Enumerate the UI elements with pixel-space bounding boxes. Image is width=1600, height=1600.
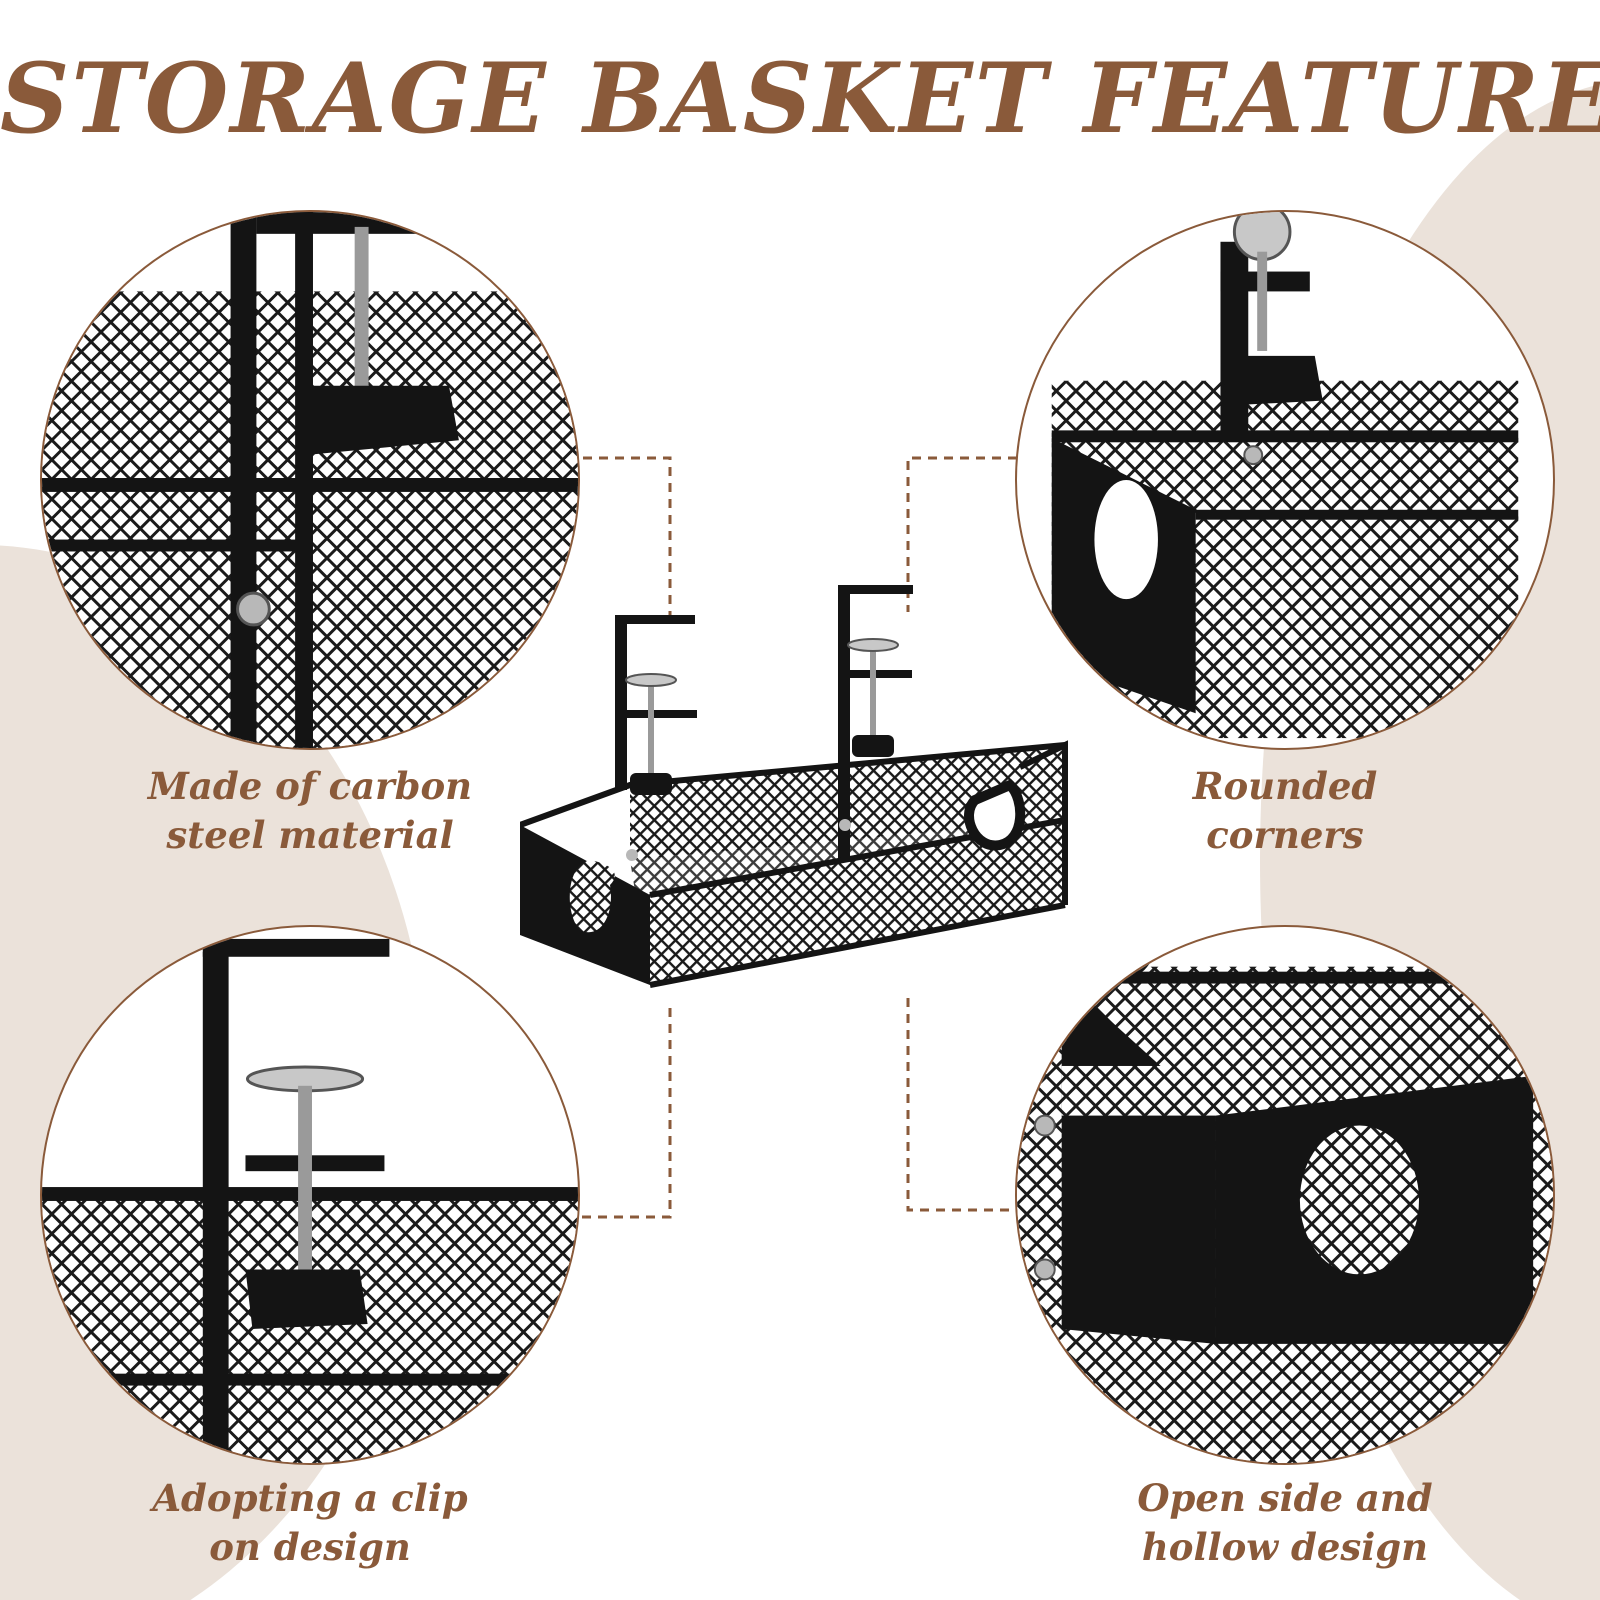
feature-caption-open-side: Open side and hollow design <box>1075 1474 1495 1572</box>
connector-top-left <box>567 456 672 627</box>
feature-caption-line: Adopting a clip <box>152 1476 468 1520</box>
page-title: STORAGE BASKET FEATURES <box>0 42 1600 155</box>
detail-circle-rounded-corners <box>1015 210 1555 750</box>
feature-caption-rounded-corners: Rounded corners <box>1075 762 1495 860</box>
feature-caption-line: hollow design <box>1141 1525 1429 1569</box>
connector-top-right <box>906 456 1017 612</box>
product-image-basket <box>518 585 1100 1015</box>
feature-caption-line: on design <box>209 1525 411 1569</box>
feature-caption-line: corners <box>1206 813 1364 857</box>
detail-circle-clip-on <box>40 925 580 1465</box>
feature-caption-line: Made of carbon <box>147 764 473 808</box>
feature-caption-clip-on: Adopting a clip on design <box>100 1474 520 1572</box>
feature-caption-line: Rounded <box>1192 764 1378 808</box>
connector-bottom-right <box>906 998 1013 1212</box>
feature-caption-carbon-steel: Made of carbon steel material <box>100 762 520 860</box>
feature-caption-line: Open side and <box>1137 1476 1433 1520</box>
detail-circle-open-side <box>1015 925 1555 1465</box>
detail-circle-carbon-steel <box>40 210 580 750</box>
feature-caption-line: steel material <box>166 813 454 857</box>
connector-bottom-left <box>577 1008 672 1219</box>
